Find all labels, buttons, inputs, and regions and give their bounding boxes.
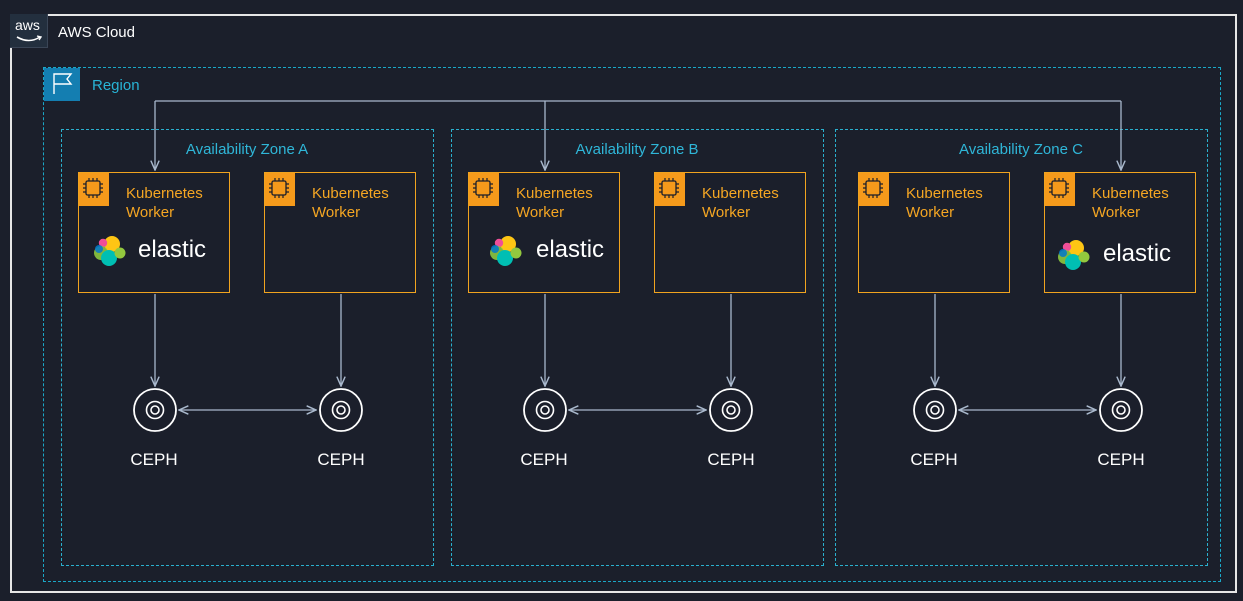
availability-zone-b: [451, 129, 824, 566]
ceph-disk-icon[interactable]: [133, 388, 177, 432]
flag-icon: [44, 68, 80, 101]
chip-icon: [79, 173, 109, 206]
chip-icon: [1045, 173, 1075, 206]
elastic-logo-icon: [1058, 240, 1090, 270]
elastic-logo-icon: [490, 236, 522, 266]
worker-label-line1: Kubernetes: [312, 185, 389, 202]
ceph-disk-icon[interactable]: [913, 388, 957, 432]
chip-icon: [859, 173, 889, 206]
worker-label-line2: Worker: [1092, 204, 1141, 221]
worker-label-line2: Worker: [906, 204, 955, 221]
worker-label-line2: Worker: [312, 204, 361, 221]
ceph-disk-icon[interactable]: [1099, 388, 1143, 432]
ceph-label-c2: CEPH: [1097, 450, 1145, 469]
availability-zone-c-title: Availability Zone C: [959, 141, 1083, 158]
aws-smile-icon: [16, 35, 42, 42]
chip-icon: [265, 173, 295, 206]
region-connector-bus: [155, 100, 1121, 170]
ceph-label-b2: CEPH: [707, 450, 755, 469]
worker-label-line1: Kubernetes: [702, 185, 779, 202]
elastic-wordmark-a1: elastic: [138, 236, 207, 263]
aws-cloud-title: AWS Cloud: [58, 24, 135, 41]
worker-label-line1: Kubernetes: [906, 185, 983, 202]
worker-label-line1: Kubernetes: [1092, 185, 1169, 202]
worker-label-line2: Worker: [126, 204, 175, 221]
aws-logo-text: aws: [15, 17, 40, 33]
worker-label-line1: Kubernetes: [516, 185, 593, 202]
chip-icon: [655, 173, 685, 206]
worker-label-line2: Worker: [516, 204, 565, 221]
elastic-wordmark-b1: elastic: [536, 236, 605, 263]
aws-cloud-boundary: [10, 14, 1237, 593]
ceph-disk-icon[interactable]: [523, 388, 567, 432]
elastic-wordmark-c2: elastic: [1103, 240, 1172, 267]
worker-label-line1: Kubernetes: [126, 185, 203, 202]
worker-label-line2: Worker: [702, 204, 751, 221]
elastic-logo-icon: [94, 236, 126, 266]
ceph-label-c1: CEPH: [910, 450, 958, 469]
ceph-disk-icon[interactable]: [709, 388, 753, 432]
chip-icon: [469, 173, 499, 206]
ceph-label-a2: CEPH: [317, 450, 365, 469]
ceph-disk-icon[interactable]: [319, 388, 363, 432]
region-title: Region: [92, 77, 140, 94]
worker-to-ceph-connectors: [155, 294, 1121, 386]
aws-logo-icon: aws: [10, 14, 48, 48]
ceph-label-b1: CEPH: [520, 450, 568, 469]
region-boundary: [43, 67, 1221, 582]
availability-zone-a: [61, 129, 434, 566]
availability-zone-c: [835, 129, 1208, 566]
availability-zone-a-title: Availability Zone A: [185, 141, 309, 158]
availability-zone-b-title: Availability Zone B: [575, 141, 699, 158]
chip-icons: [82, 177, 1070, 199]
ceph-label-a1: CEPH: [130, 450, 178, 469]
